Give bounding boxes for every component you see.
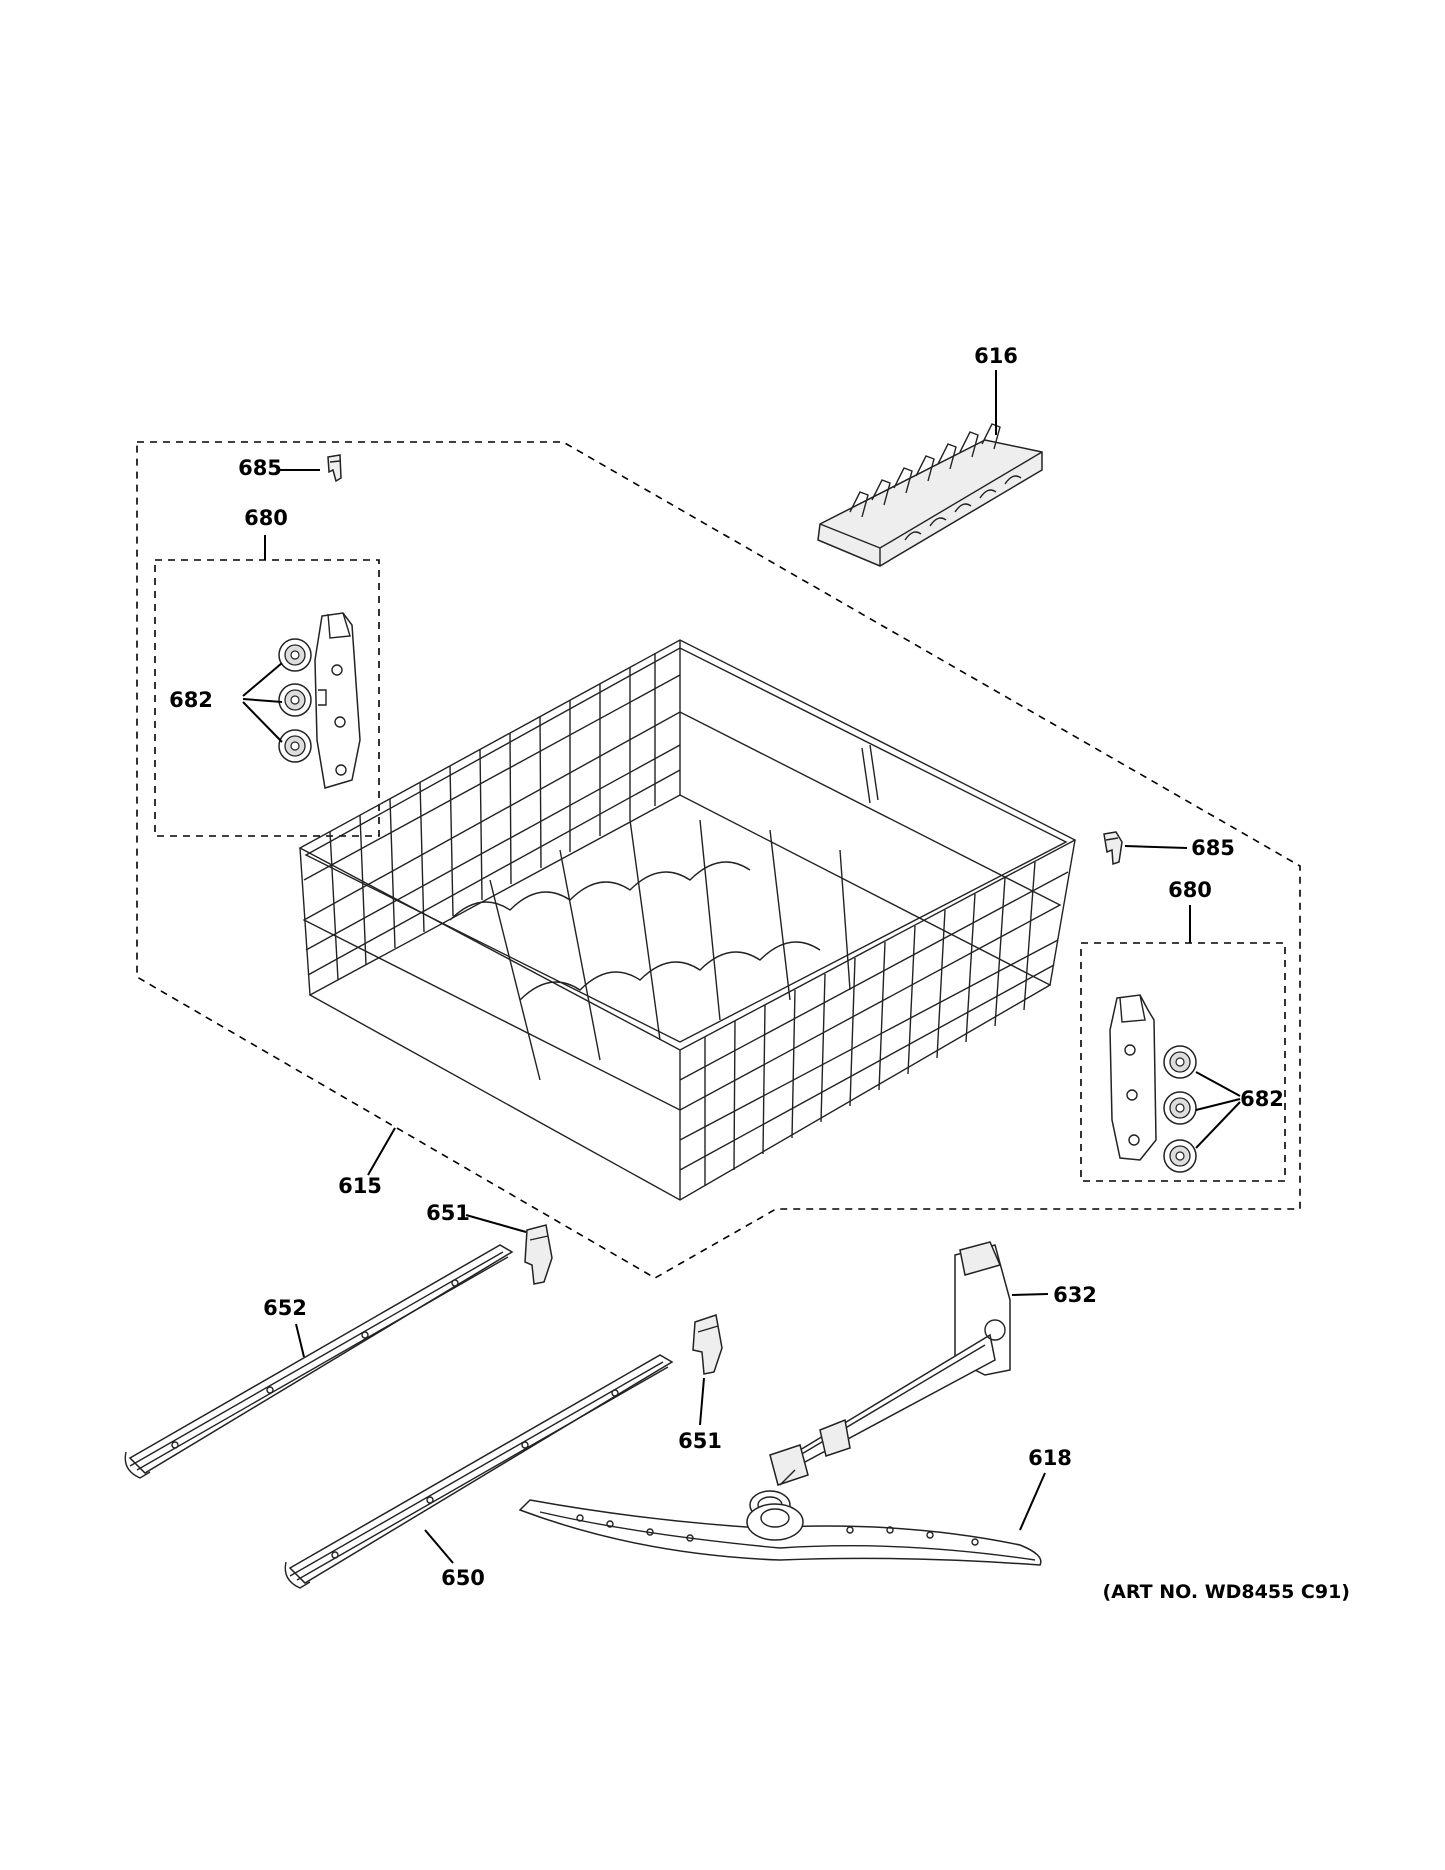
left-roller-bracket (314, 612, 361, 789)
left-roller-kit-outline (154, 559, 380, 837)
rail-part-650 (284, 1354, 674, 1589)
callout-616: 616 (974, 344, 1018, 368)
tine-row-part-616 (817, 423, 1043, 567)
callout-680-left: 680 (244, 506, 288, 530)
rail-part-652 (124, 1244, 514, 1479)
water-conduit-part-632 (749, 1241, 1011, 1520)
leader-lines (242, 370, 1241, 1564)
right-roller-wheels (1163, 1045, 1197, 1173)
callout-682-left: 682 (169, 688, 213, 712)
callout-680-right: 680 (1168, 878, 1212, 902)
callout-651-bottom: 651 (678, 1429, 722, 1453)
callout-682-right: 682 (1240, 1087, 1284, 1111)
callout-632: 632 (1053, 1283, 1097, 1307)
left-roller-wheels (278, 638, 312, 763)
callout-685-left: 685 (238, 456, 282, 480)
callout-615: 615 (338, 1174, 382, 1198)
right-roller-bracket (1109, 994, 1157, 1161)
callout-651-top: 651 (426, 1201, 470, 1225)
callout-652: 652 (263, 1296, 307, 1320)
art-number: (ART NO. WD8455 C91) (1102, 1581, 1350, 1603)
rail-stop-part-651-top (524, 1224, 553, 1285)
upper-rack-part-615 (298, 639, 1077, 1201)
clip-part-685-right (1103, 831, 1123, 866)
spray-arm-part-618 (518, 1499, 1042, 1566)
callout-618: 618 (1028, 1446, 1072, 1470)
callout-685-right: 685 (1191, 836, 1235, 860)
clip-part-685-left (327, 454, 342, 483)
rail-stop-part-651-bottom (692, 1314, 723, 1375)
callout-650: 650 (441, 1566, 485, 1590)
